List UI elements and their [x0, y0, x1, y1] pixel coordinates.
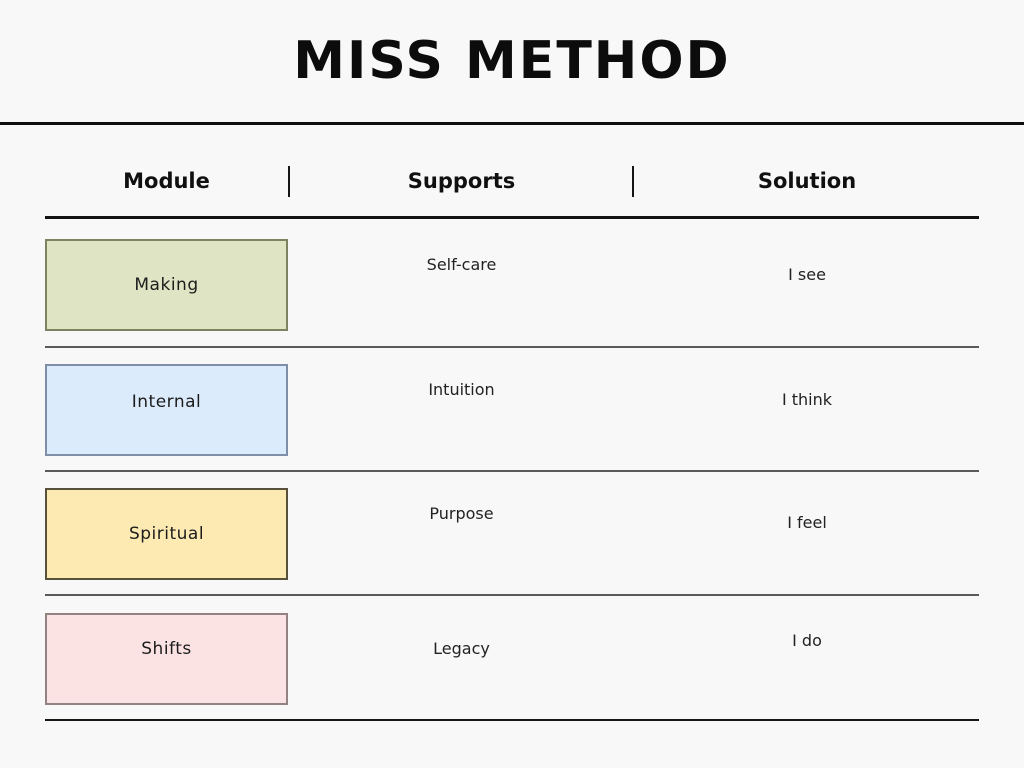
solution-cell: I do — [792, 631, 822, 650]
module-box-label: Shifts — [141, 639, 192, 659]
module-box-making: Making — [45, 239, 288, 331]
row-divider — [45, 594, 979, 596]
supports-cell: Legacy — [433, 639, 490, 658]
module-box-spiritual: Spiritual — [45, 488, 288, 580]
row-divider — [45, 470, 979, 472]
header-underline — [45, 216, 979, 219]
supports-cell: Self-care — [426, 255, 497, 274]
module-box-label: Spiritual — [128, 524, 205, 544]
module-box-label: Internal — [131, 392, 202, 412]
column-header-solution: Solution — [757, 169, 857, 193]
column-header-supports: Supports — [407, 169, 516, 193]
column-header-module: Module — [123, 169, 210, 193]
title-band: MISS METHOD — [0, 0, 1024, 125]
solution-cell: I think — [781, 390, 833, 409]
solution-cell: I see — [788, 265, 826, 284]
supports-cell: Intuition — [428, 380, 495, 399]
header-separator — [288, 166, 290, 197]
page-title: MISS METHOD — [293, 31, 731, 91]
module-box-shifts: Shifts — [45, 613, 288, 705]
module-box-internal: Internal — [45, 364, 288, 456]
solution-cell: I feel — [787, 513, 827, 532]
table-bottom-line — [45, 719, 979, 721]
supports-cell: Purpose — [429, 504, 494, 523]
header-separator — [632, 166, 634, 197]
module-box-label: Making — [134, 275, 199, 295]
row-divider — [45, 346, 979, 348]
